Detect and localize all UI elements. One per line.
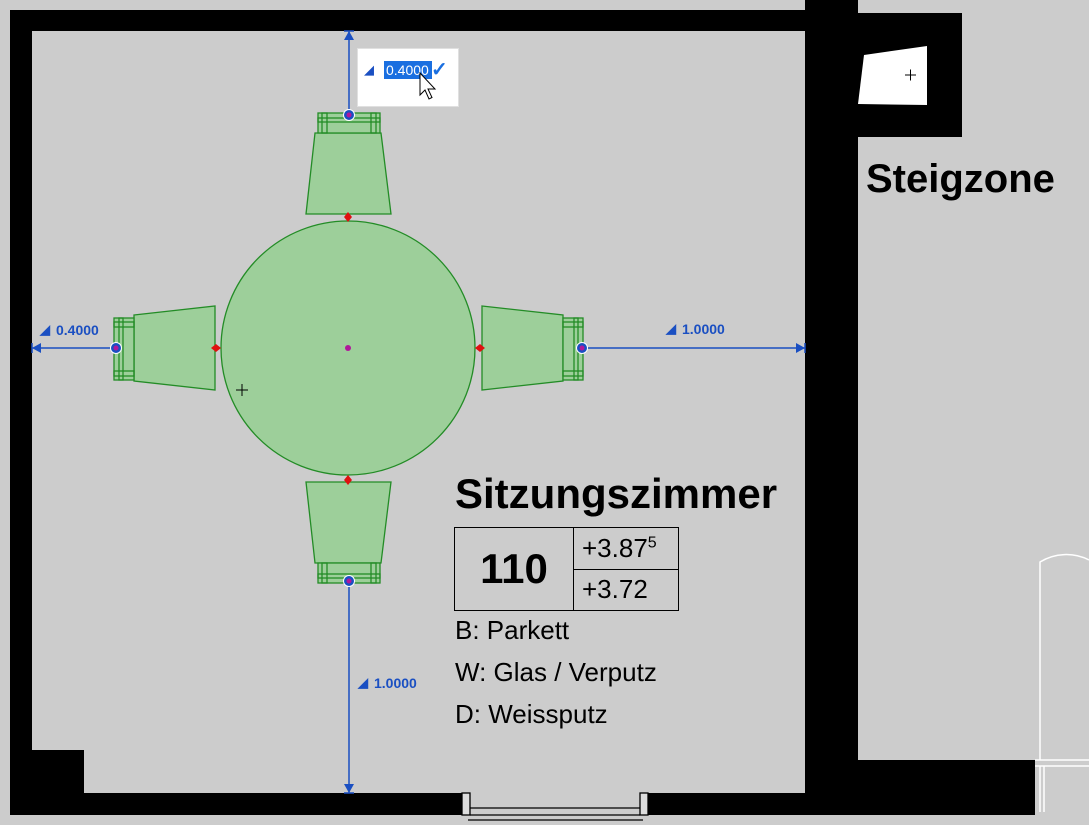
- wall-bottom-right: [648, 793, 808, 815]
- grip-chair-bottom-edge: [344, 475, 352, 485]
- chair-top: [305, 112, 392, 215]
- room-number: 110: [454, 527, 574, 611]
- chair-bottom: [305, 481, 392, 584]
- finish-walls: W: Glas / Verputz: [455, 657, 657, 687]
- finish-ceiling: D: Weissputz: [455, 699, 608, 729]
- grip-chair-right-edge: [475, 344, 485, 352]
- dimension-triangle-icon: ◢: [40, 322, 50, 337]
- dimension-lines[interactable]: [31, 30, 806, 794]
- crosshair-icon: [905, 69, 916, 81]
- level-top: +3.875: [573, 527, 679, 570]
- walls: [10, 0, 1035, 815]
- wall-left: [10, 10, 32, 815]
- door-swing-right: [1035, 553, 1089, 812]
- dimension-triangle-icon: ◢: [358, 675, 368, 690]
- mouse-pointer-icon: [419, 71, 437, 100]
- wall-middle: [805, 0, 858, 815]
- dimension-triangle-icon: ◢: [364, 62, 374, 77]
- room-stamp-table: 110 +3.875 +3.72: [454, 527, 679, 611]
- dimension-triangle-icon: ◢: [666, 321, 676, 336]
- checkmark-icon[interactable]: ✓: [431, 59, 448, 81]
- finish-floor: B: Parkett: [455, 615, 570, 645]
- wall-top: [10, 10, 806, 31]
- crosshair-icon: [236, 384, 248, 396]
- chair-left: [113, 305, 216, 391]
- room-name-main: Sitzungszimmer: [455, 470, 778, 517]
- wall-bottom-left: [10, 793, 463, 815]
- dimension-editor-popup[interactable]: ◢ ✓: [357, 48, 459, 107]
- selection-grips[interactable]: [110, 109, 588, 587]
- level-bottom: +3.72: [573, 568, 679, 611]
- grip-chair-left-edge: [211, 344, 221, 352]
- door-opening-bottom: [461, 792, 649, 821]
- chair-right: [481, 305, 584, 391]
- wall-bottom-side: [858, 760, 1035, 815]
- grip-chair-top-edge: [344, 212, 352, 222]
- dimension-label-bottom[interactable]: ◢ 1.0000: [358, 675, 417, 691]
- grip-center: [345, 345, 351, 351]
- room-name-side: Steigzone: [866, 157, 1055, 201]
- dimension-label-left[interactable]: ◢ 0.4000: [40, 322, 99, 338]
- shaft-opening: [858, 46, 927, 105]
- dimension-label-right[interactable]: ◢ 1.0000: [666, 321, 725, 337]
